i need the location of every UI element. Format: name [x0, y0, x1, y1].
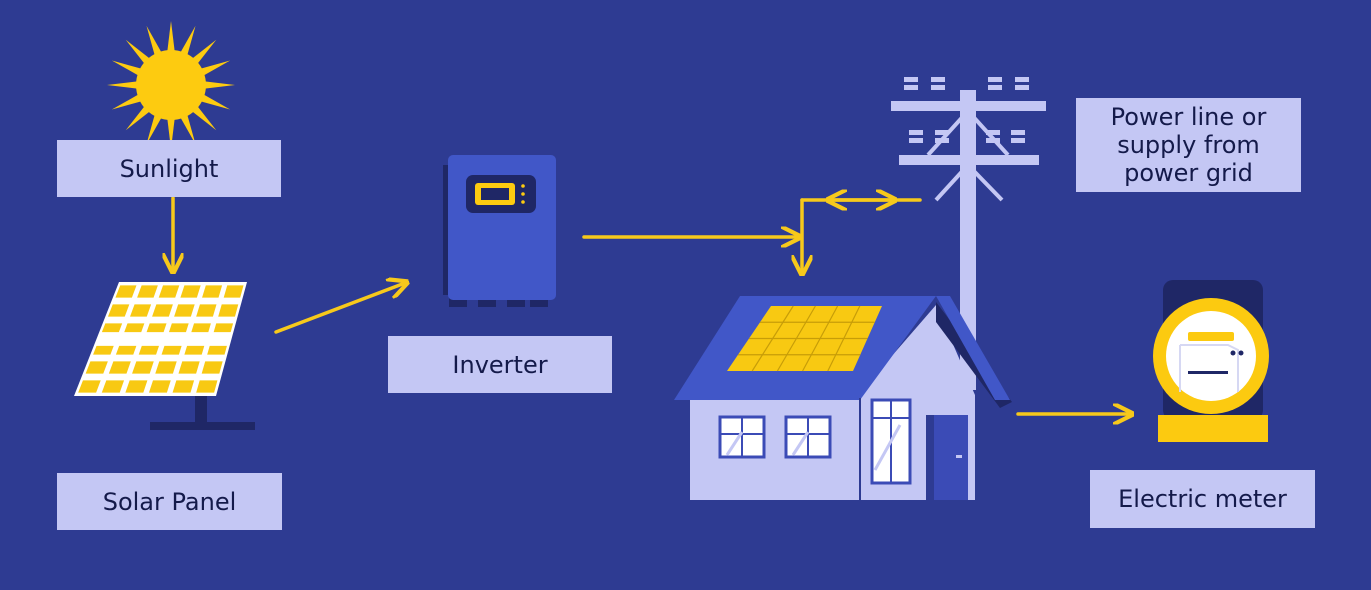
solar-panel-label-text: Solar Panel	[102, 487, 237, 516]
sunlight-label-text: Sunlight	[119, 154, 219, 183]
inverter-label-text: Inverter	[452, 350, 548, 379]
electric-meter-icon	[1153, 280, 1269, 442]
electric-meter-label-text: Electric meter	[1118, 485, 1287, 513]
power-grid-label: Power line or supply from power grid	[1076, 98, 1301, 192]
house-icon	[674, 296, 1012, 500]
solar-panel-label: Solar Panel	[57, 473, 282, 530]
sunlight-label: Sunlight	[57, 140, 281, 197]
electric-meter-label: Electric meter	[1090, 470, 1315, 528]
utility-pole-icon	[891, 77, 1046, 390]
arrow-panel-to-inverter	[274, 283, 405, 334]
power-grid-label-text: Power line or supply from power grid	[1110, 103, 1267, 187]
inverter-icon	[443, 155, 556, 307]
inverter-label: Inverter	[388, 336, 612, 393]
sun-icon	[107, 21, 235, 149]
solar-panel-icon	[74, 282, 255, 430]
flow-arrows	[173, 198, 1130, 414]
